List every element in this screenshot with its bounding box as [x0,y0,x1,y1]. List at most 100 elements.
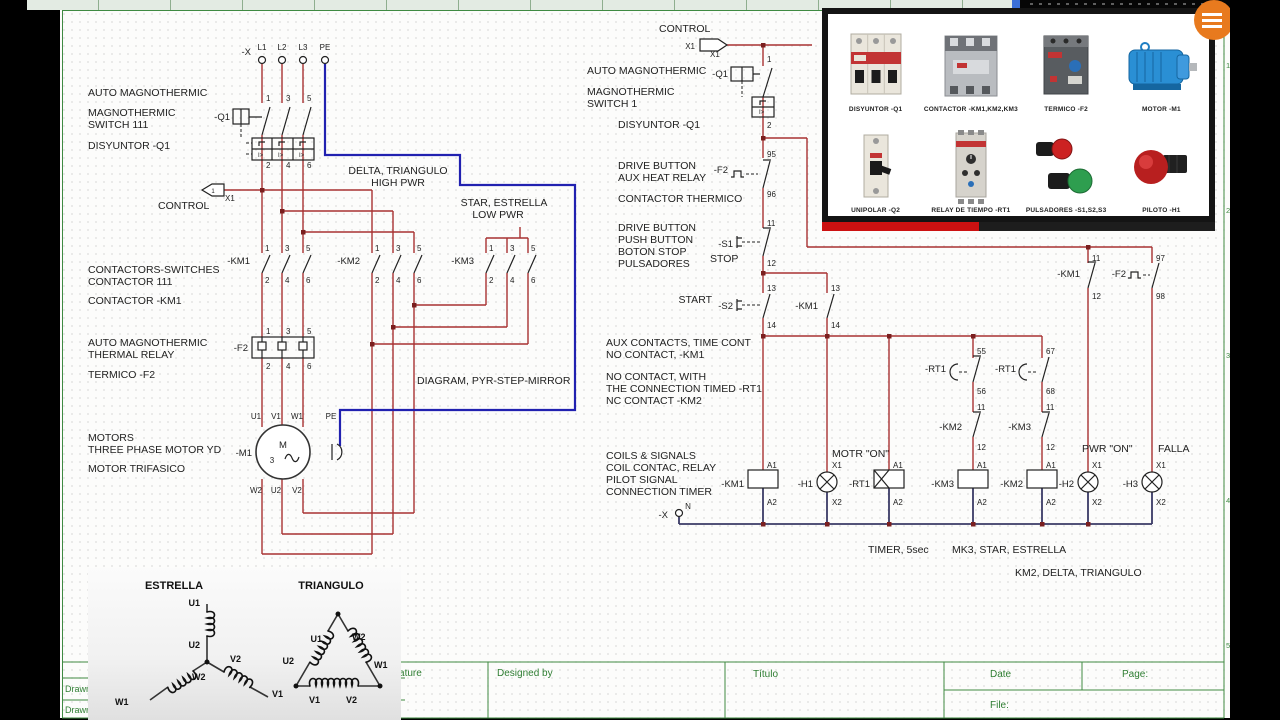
terminal-number: 3 [396,244,401,253]
ref-number: 1 [211,189,215,195]
note: AUX CONTACTS, TIME CONT [606,337,751,349]
note: PUSH BUTTON [618,234,693,246]
terminal-number: 2 [266,362,271,371]
timer-relay-photo-icon [955,130,987,204]
photo-cell: MOTOR -M1 [1114,14,1209,115]
device-tag: -H1 [798,479,813,490]
winding-label: V1 [309,695,320,705]
photo-cell: PILOTO -H1 [1114,115,1209,216]
terminal-label: N [685,502,691,511]
device-tag: -S1 [718,239,733,250]
terminal-number: X2 [832,498,842,507]
photo-label: DISYUNTOR -Q1 [848,106,903,113]
note: LOW PWR [472,209,524,221]
star-winding: U1 U2 W2 W1 V2 V1 [115,598,283,707]
titleblock-field: Título [753,669,778,680]
letterbox-corner [0,0,27,10]
trip-symbol: I> [299,153,305,159]
photo-cell: UNIPOLAR -Q2 [828,115,923,216]
rt1-coil [873,469,905,489]
photo-cell: CONTACTOR -KM1,KM2,KM3 [923,14,1018,115]
terminal-number: 5 [417,244,422,253]
terminal-number: 2 [375,276,380,285]
photo-label: CONTACTOR -KM1,KM2,KM3 [923,106,1018,113]
device-tag: -KM1 [721,479,744,490]
terminal-number: X1 [1092,461,1102,470]
terminal-number: A1 [1046,461,1056,470]
note: AUX HEAT RELAY [618,172,706,184]
terminal-number: 5 [306,244,311,253]
power-wires [224,64,529,555]
terminal-number: 6 [307,362,312,371]
x1-arrow-icon [699,38,729,52]
motor-letter: M [279,440,287,451]
photo-label: UNIPOLAR -Q2 [851,207,901,214]
row-number: 1 [1226,61,1230,70]
terminal-number: A2 [977,498,987,507]
note: CONTACTOR 111 [88,276,173,288]
note: NO CONTACT, -KM1 [606,349,705,361]
terminal-number: 14 [767,321,776,330]
device-tag: -X [659,510,669,521]
note: STAR, ESTRELLA [461,197,548,209]
note: BOTON STOP [618,246,686,258]
motor-terminal: V1 [271,412,281,421]
device-tag: -KM1 [1057,269,1080,280]
trip-symbol: I> [278,153,284,159]
note: CONTACTOR THERMICO [618,193,742,205]
motor-phases: 3 [270,456,275,465]
terminal-number: 3 [285,244,290,253]
terminal-number: 11 [1092,254,1101,263]
winding-label: V2 [346,695,357,705]
terminal-number: 2 [266,161,271,170]
motor-terminal: U2 [271,486,282,495]
device-tag: -X [242,47,252,58]
note: DELTA, TRIANGULO [348,165,447,177]
terminal-number: A2 [1046,498,1056,507]
row-number: 5 [1226,641,1230,650]
terminal-number: 13 [831,284,840,293]
trip-symbol: I> [258,153,264,159]
terminal-number: X2 [1092,498,1102,507]
km1-coil [747,469,779,489]
note: NO CONTACT, WITH [606,371,706,383]
note: PILOT SIGNAL [606,474,678,486]
note: MAGNOTHERMIC [587,86,675,98]
winding-label: W2 [352,632,366,642]
terminal-number: 4 [396,276,401,285]
motor-terminal: U1 [251,412,262,421]
terminal-number: 95 [767,150,776,159]
device-tag: -S2 [718,301,733,312]
mcb-3pole-photo-icon [850,33,902,95]
delta-winding: U1 W2 U2 W1 V1 V2 [282,611,388,705]
terminal-number: 5 [307,327,312,336]
neutral-terminal [674,508,684,518]
device-tag: -KM2 [337,256,360,267]
terminal-number: 4 [286,161,291,170]
winding-label: W1 [374,660,388,670]
note: MAGNOTHERMIC [88,107,176,119]
photo-cell: RELAY DE TIEMPO -RT1 [923,115,1018,216]
titleblock-field: Drawn [65,684,91,694]
winding-label: U2 [188,640,200,650]
device-tag: -KM3 [931,479,954,490]
control-wires [678,44,1153,525]
power-labels: AUTO MAGNOTHERMIC MAGNOTHERMIC SWITCH 11… [88,43,571,495]
video-progress-bar[interactable] [822,222,1215,231]
row-number: 4 [1226,496,1230,505]
channel-logo[interactable] [1194,0,1234,40]
terminal-number: 6 [531,276,536,285]
terminal-number: 12 [977,443,986,452]
device-tag: -F2 [1112,269,1126,280]
ref-label: X1 [710,50,720,59]
winding-label: W1 [115,697,129,707]
note: MK3, STAR, ESTRELLA [952,544,1066,556]
terminal-number: 2 [265,276,270,285]
terminal-number: 1 [489,244,494,253]
note: NC CONTACT -KM2 [606,395,702,407]
column-ruler [27,0,1013,10]
device-tag: -KM1 [795,301,818,312]
note: TERMICO -F2 [88,369,155,381]
